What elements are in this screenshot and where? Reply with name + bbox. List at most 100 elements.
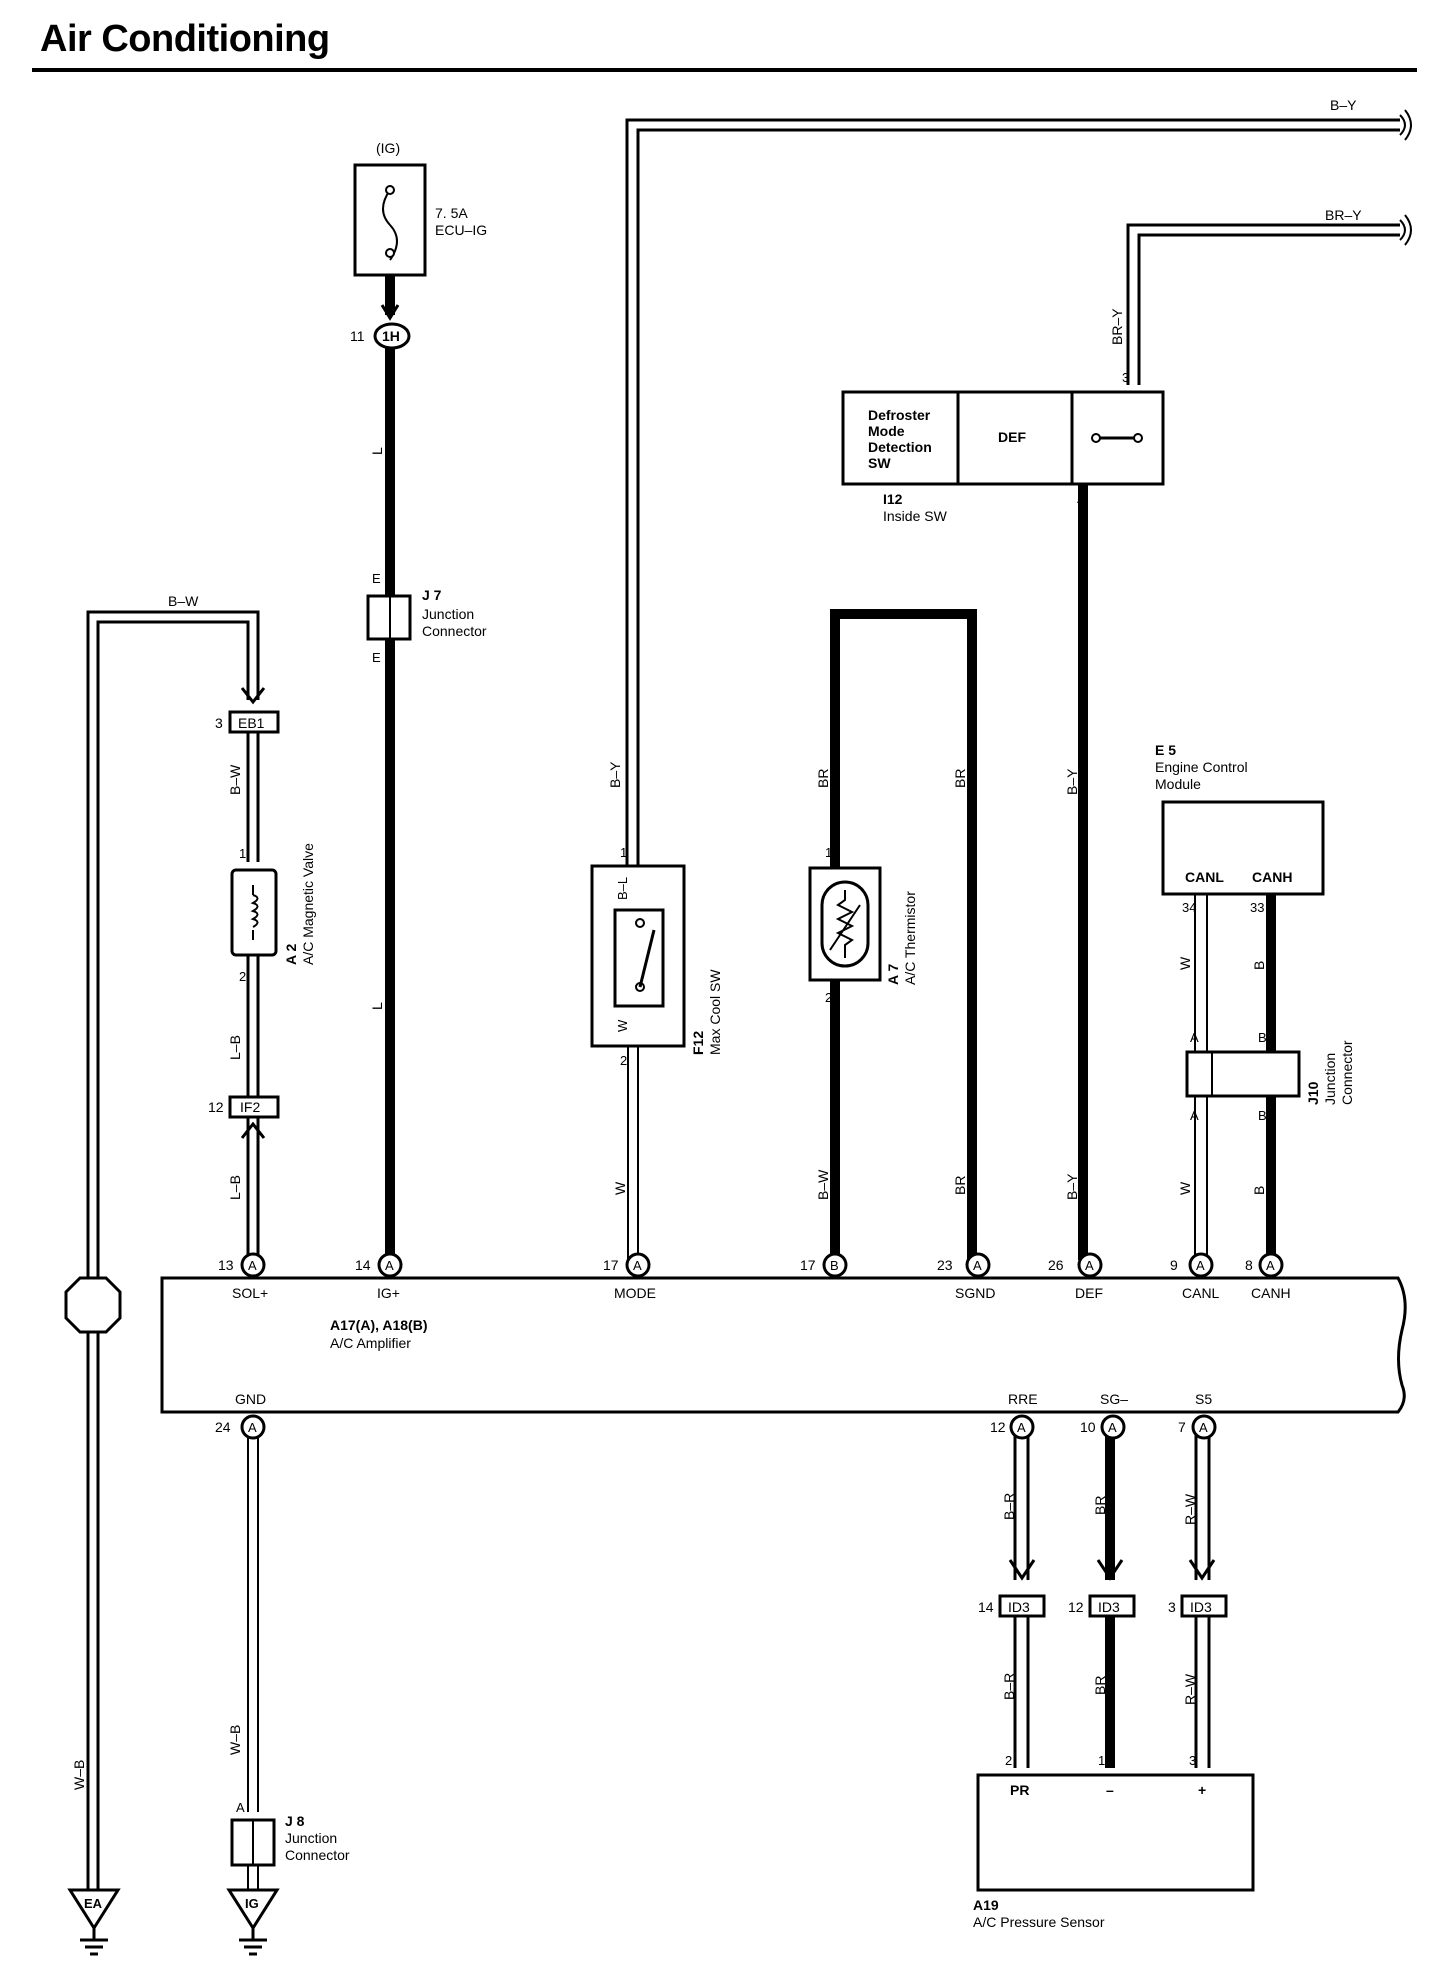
connector-id3-2	[1088, 1594, 1136, 1618]
wire-r-w-plus	[1194, 1432, 1211, 1768]
terminal-conn: A	[1108, 1420, 1117, 1435]
terminal-pin: 17	[800, 1257, 816, 1273]
wire-label-l-b-top: L–B	[227, 1035, 243, 1060]
a2-magnetic-valve	[230, 868, 278, 957]
amp-bottom-terminal: GND 24 A	[215, 1391, 266, 1440]
fuse-rating: 7. 5A	[435, 205, 468, 221]
ac-amplifier-box	[160, 1276, 1407, 1414]
terminal-circle	[1258, 1252, 1284, 1278]
splice-point-icon	[64, 1276, 122, 1334]
terminal-conn: A	[1199, 1420, 1208, 1435]
e5-canl: CANL	[1185, 869, 1224, 885]
wire-label-b-w: B–W	[168, 593, 199, 609]
terminal-circle	[1191, 1414, 1217, 1440]
connector-1h-pin: 11	[350, 328, 365, 344]
wire-w-mode	[627, 1045, 639, 1260]
terminal-pin: 9	[1170, 1257, 1178, 1273]
connector-1h	[373, 322, 411, 350]
wire-label-w-canl: W	[1177, 1181, 1193, 1195]
wire-b-w-sol	[86, 610, 260, 1280]
terminal-conn: A	[385, 1258, 394, 1273]
a7-code: A 7	[885, 964, 901, 985]
amp-bottom-terminal: SG– 10 A	[1080, 1391, 1128, 1440]
wire-label-b-y-def-top: B–Y	[1064, 768, 1080, 795]
i12-line4: SW	[868, 455, 891, 471]
connector-id3-3	[1180, 1594, 1228, 1618]
wire-label-w-b-gnd: W–B	[227, 1725, 243, 1755]
terminal-pin: 13	[218, 1257, 234, 1273]
terminal-circle	[1077, 1252, 1103, 1278]
terminal-conn: A	[973, 1258, 982, 1273]
terminal-pin: 26	[1048, 1257, 1064, 1273]
terminal-conn: A	[248, 1258, 257, 1273]
a19-code: A19	[973, 1897, 999, 1913]
i12-code: I12	[883, 491, 903, 507]
f12-code: F12	[690, 1031, 706, 1055]
j10-pin-b-bottom: B	[1258, 1108, 1267, 1123]
ground-ea-icon: EA	[67, 1888, 121, 1956]
amp-top-terminal: 8 A CANH	[1245, 1252, 1291, 1301]
terminal-circle	[1100, 1414, 1126, 1440]
wire-br-y-top	[1126, 214, 1412, 385]
i12-contact-left	[1091, 433, 1101, 443]
terminal-label: IG+	[377, 1285, 400, 1301]
wire-label-w-b-ea: W–B	[71, 1760, 87, 1790]
amp-top-terminal: 23 A SGND	[937, 1252, 995, 1301]
wire-label-r-w-bottom: R–W	[1182, 1673, 1198, 1705]
terminal-pin: 10	[1080, 1419, 1096, 1435]
terminal-circle	[822, 1252, 848, 1278]
eb1-pin: 3	[215, 715, 223, 731]
j7-pin-e-bottom: E	[372, 650, 381, 665]
terminal-conn: A	[1196, 1258, 1205, 1273]
wire-label-b-y-end: B–Y	[1330, 97, 1357, 113]
amp-top-terminal: 26 A DEF	[1048, 1252, 1103, 1301]
a19-minus: –	[1106, 1782, 1114, 1798]
terminal-pin: 12	[990, 1419, 1006, 1435]
switch-icon	[638, 929, 656, 988]
amp-name: A/C Amplifier	[330, 1335, 411, 1351]
a7-pin1: 1	[825, 845, 832, 860]
terminal-label: SOL+	[232, 1285, 268, 1301]
wire-label-br-minus-bottom: BR	[1092, 1676, 1108, 1695]
terminal-circle	[1188, 1252, 1214, 1278]
a2-pin1: 1	[239, 846, 246, 861]
ground-ig-label: IG	[245, 1896, 259, 1911]
wire-label-b-r-top: B–R	[1001, 1493, 1017, 1520]
wire-label-br-y: BR–Y	[1109, 308, 1125, 345]
page-title: Air Conditioning	[40, 18, 330, 60]
amp-bottom-terminal: S5 7 A	[1178, 1391, 1217, 1440]
terminal-pin: 8	[1245, 1257, 1253, 1273]
i12-line2: Mode	[868, 423, 905, 439]
terminal-circle	[240, 1414, 266, 1440]
wire-label-br-minus-top: BR	[1092, 1496, 1108, 1515]
i12-line3: Detection	[868, 439, 932, 455]
wire-label-br-sgnd-top: BR	[952, 769, 968, 788]
terminal-pin: 14	[355, 1257, 371, 1273]
wire-label-l-bottom: L	[369, 1002, 385, 1010]
fuse-name: ECU–IG	[435, 222, 487, 238]
amp-top-terminal: 17 B	[800, 1252, 848, 1278]
terminal-pin: 7	[1178, 1419, 1186, 1435]
terminal-label: RRE	[1008, 1391, 1038, 1407]
amp-top-terminal: 17 A MODE	[603, 1252, 656, 1301]
terminal-conn: A	[248, 1420, 257, 1435]
ground-ea-label: EA	[84, 1896, 103, 1911]
arrow-up-icon	[240, 1121, 266, 1139]
terminal-pin: 24	[215, 1419, 231, 1435]
arrow-down-icon	[240, 687, 266, 705]
fuse-terminal-bottom	[385, 248, 395, 258]
connector-id3-2-id: ID3	[1098, 1599, 1120, 1615]
amp-bottom-terminal: RRE 12 A	[990, 1391, 1038, 1440]
j10-name1: Junction	[1322, 1053, 1338, 1105]
i12-line1: Defroster	[868, 407, 931, 423]
terminal-label: CANH	[1251, 1285, 1291, 1301]
wire-w-b-gnd	[247, 1432, 259, 1812]
j8-pin-a: A	[236, 1800, 245, 1815]
e5-name1: Engine Control	[1155, 759, 1248, 775]
j7-code: J 7	[422, 587, 442, 603]
e5-pin34: 34	[1182, 900, 1196, 915]
a2-name: A/C Magnetic Valve	[300, 843, 316, 965]
fuse-icon	[382, 189, 398, 261]
terminal-circle	[240, 1252, 266, 1278]
connector-eb1	[228, 710, 280, 734]
